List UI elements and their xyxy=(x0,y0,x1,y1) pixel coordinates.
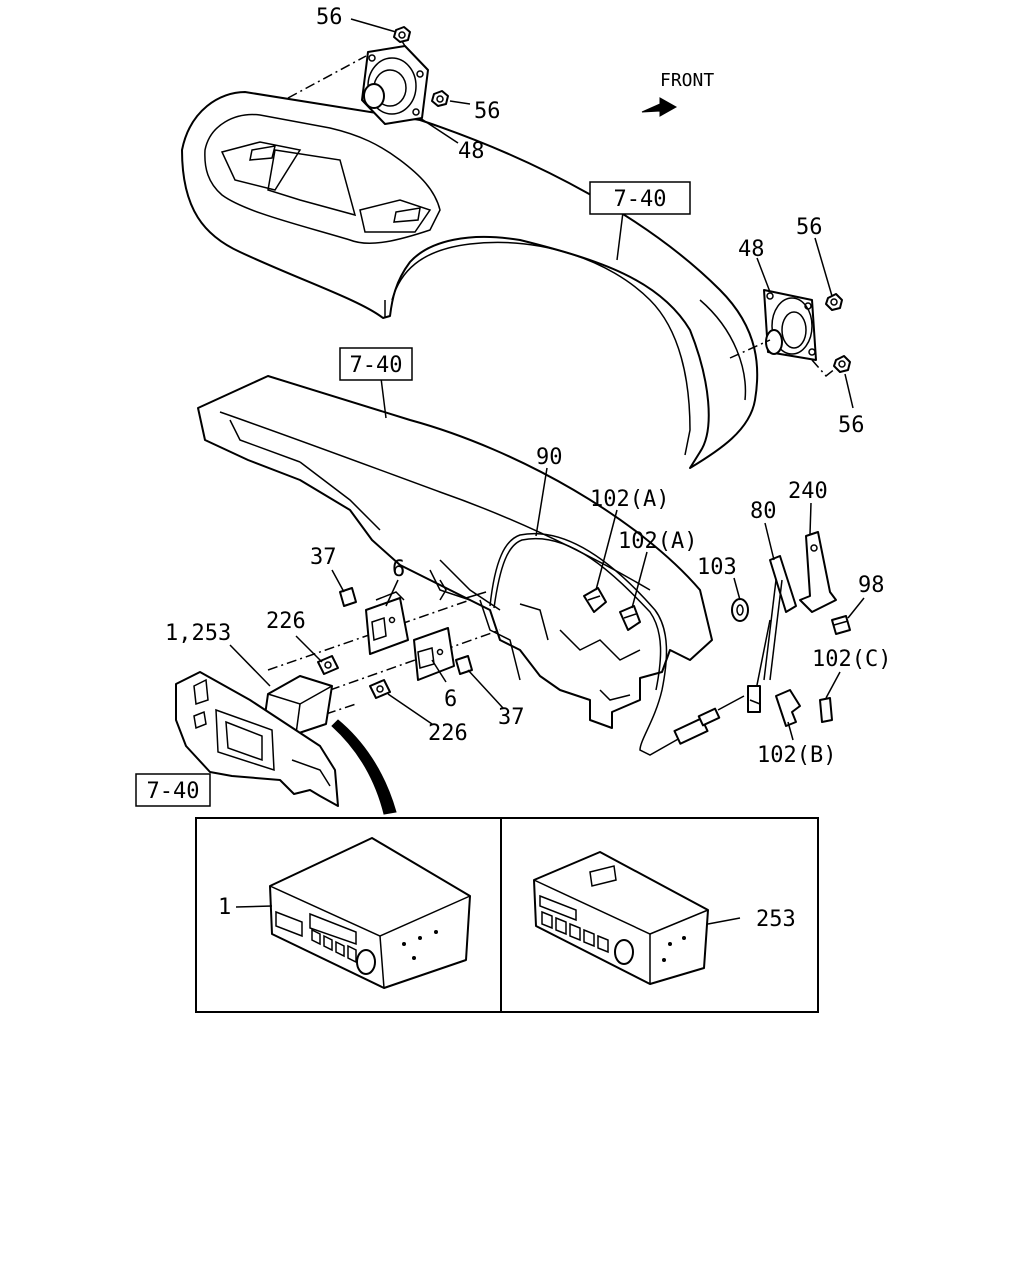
bracket-240 xyxy=(799,531,837,613)
callout-80: 80 xyxy=(750,499,777,524)
callout-226: 226 xyxy=(428,721,468,746)
leader-lines xyxy=(229,18,865,741)
callout-37: 37 xyxy=(498,705,525,730)
callout-90: 90 xyxy=(536,445,563,470)
antenna-cable xyxy=(489,532,745,756)
callout-48: 48 xyxy=(738,237,765,262)
callout-6: 6 xyxy=(444,687,457,712)
speaker-right xyxy=(729,289,817,361)
callout-56: 56 xyxy=(316,5,343,30)
callout-98: 98 xyxy=(858,573,885,598)
callout-226: 226 xyxy=(266,609,306,634)
callout-102b: 102(B) xyxy=(757,743,836,768)
clip-102c xyxy=(819,697,833,723)
clip-102b xyxy=(775,689,801,727)
callout-56: 56 xyxy=(838,413,865,438)
callout-56: 56 xyxy=(474,99,501,124)
ref-label-bottom: 7-40 xyxy=(147,779,200,804)
ref-box-mid: 7-40 xyxy=(339,347,413,381)
front-arrow-icon xyxy=(641,97,678,117)
callout-56: 56 xyxy=(796,215,823,240)
antenna-mast xyxy=(747,555,797,713)
radio-unit-253 xyxy=(533,851,709,985)
front-label: FRONT xyxy=(660,70,714,91)
inset-label-253: 253 xyxy=(756,907,796,932)
screw-98 xyxy=(831,615,851,635)
inset-label-1: 1 xyxy=(218,895,231,920)
nut-right-a xyxy=(825,293,843,311)
nut-right-b xyxy=(833,355,851,373)
callout-6: 6 xyxy=(392,557,405,582)
speaker-left xyxy=(287,37,429,125)
center-console-panel xyxy=(175,671,339,807)
nut-upper-a xyxy=(393,26,411,43)
ref-label-top: 7-40 xyxy=(614,187,667,212)
grommet-103 xyxy=(731,598,749,622)
lower-instrument-panel xyxy=(197,375,713,729)
callout-240: 240 xyxy=(788,479,828,504)
pointer-arrow xyxy=(331,719,397,815)
ref-label-mid: 7-40 xyxy=(350,353,403,378)
callout-102c: 102(C) xyxy=(812,647,891,672)
callouts: 56 56 48 48 56 56 90 102(A) 102(A) 240 8… xyxy=(165,5,891,768)
radio-unit-1 xyxy=(269,837,471,989)
callout-102a: 102(A) xyxy=(618,529,697,554)
clip-102a-left xyxy=(583,587,607,613)
callout-103: 103 xyxy=(697,555,737,580)
front-indicator: FRONT xyxy=(641,70,714,117)
nut-upper-b xyxy=(431,90,449,107)
callout-102a: 102(A) xyxy=(590,487,669,512)
callout-37: 37 xyxy=(310,545,337,570)
inset-panel: 1 253 xyxy=(195,817,819,1013)
ref-box-top: 7-40 xyxy=(589,181,691,215)
ref-box-bottom: 7-40 xyxy=(135,773,211,807)
clip-102a-right xyxy=(619,605,641,631)
callout-48: 48 xyxy=(458,139,485,164)
callout-1-253: 1,253 xyxy=(165,621,231,646)
radio-bracket-assembly xyxy=(267,579,501,715)
